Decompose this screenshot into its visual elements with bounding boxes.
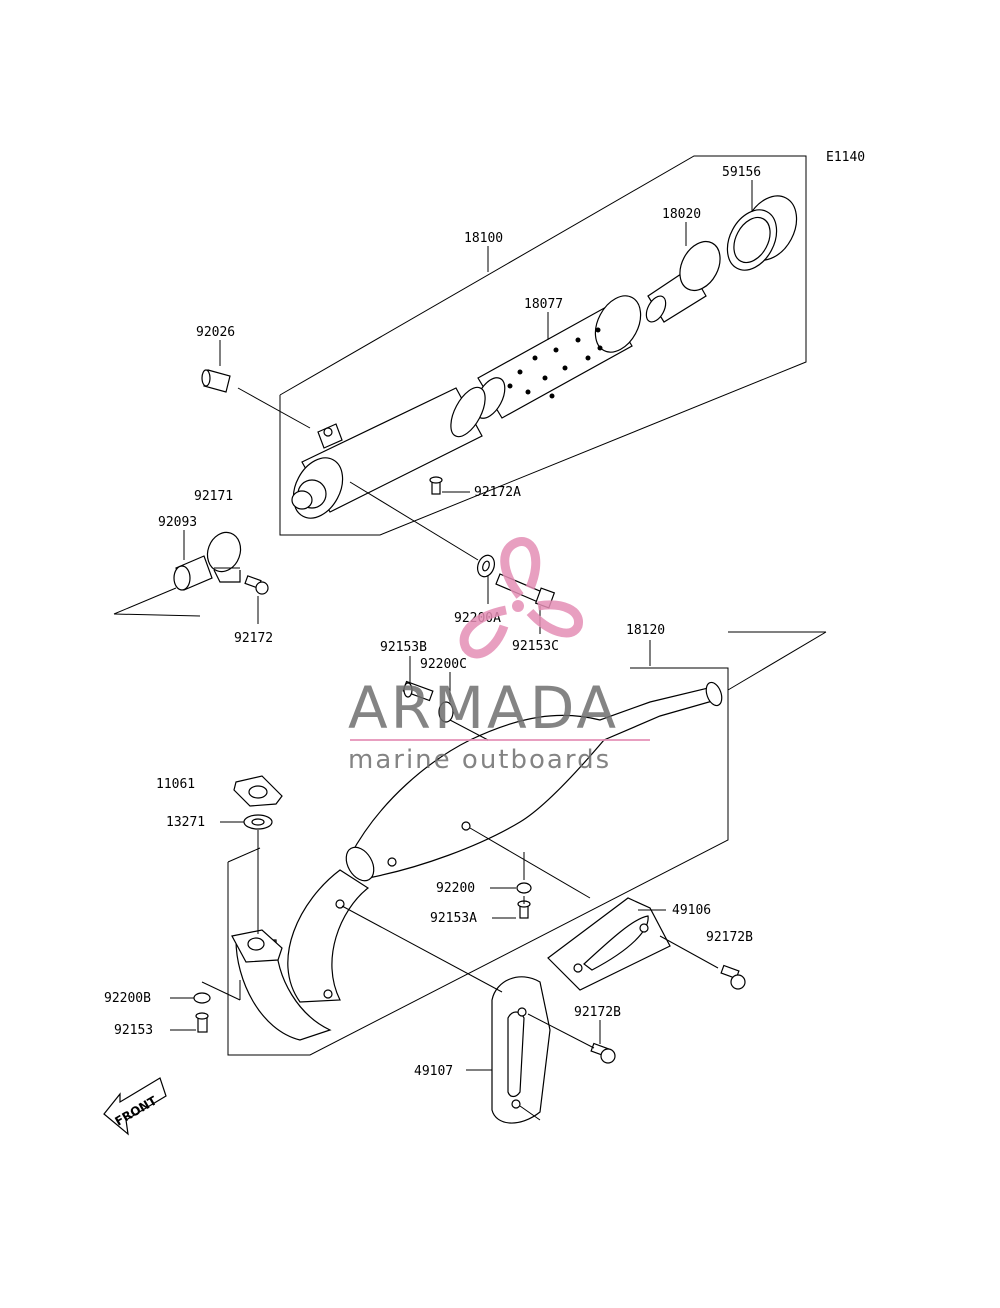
part-18020-tail-pipe — [645, 240, 721, 323]
label-92153: 92153 — [114, 1023, 153, 1038]
label-49107: 49107 — [414, 1064, 453, 1079]
part-92172B-bolt-lower — [590, 1042, 616, 1064]
label-92200: 92200 — [436, 881, 475, 896]
watermark-title: ARMADA — [348, 674, 619, 742]
part-92026-bushing — [201, 369, 231, 393]
chamber-assembly-frame — [227, 667, 729, 1056]
part-49106-heat-guard — [547, 897, 671, 991]
chamber-frame-edge — [227, 847, 261, 863]
muffler-assembly-frame — [279, 155, 807, 536]
part-11061-gasket — [233, 775, 283, 807]
label-11061: 11061 — [156, 777, 195, 792]
label-92200C: 92200C — [420, 657, 467, 672]
label-92153B: 92153B — [380, 640, 427, 655]
label-92172A: 92172A — [474, 485, 521, 500]
label-18100: 18100 — [464, 231, 503, 246]
part-92153-bolt — [195, 1012, 209, 1033]
part-18120-expansion-chamber — [231, 681, 723, 1041]
label-59156: 59156 — [722, 165, 761, 180]
label-92153A: 92153A — [430, 911, 477, 926]
label-92153C: 92153C — [512, 639, 559, 654]
label-92026: 92026 — [196, 325, 235, 340]
part-13271-ring — [243, 814, 273, 830]
label-13271: 13271 — [166, 815, 205, 830]
part-92172-bolt — [244, 575, 269, 595]
label-92172B-lower: 92172B — [574, 1005, 621, 1020]
watermark-subtitle: marine outboards — [348, 745, 611, 775]
front-direction-arrow: FRONT — [103, 1077, 167, 1136]
leader-lines — [113, 180, 753, 1121]
label-18077: 18077 — [524, 297, 563, 312]
part-92200C-washer — [438, 701, 454, 723]
chamber-frame-slant — [727, 631, 827, 691]
label-92172B-upper: 92172B — [706, 930, 753, 945]
part-92172A-bolt — [429, 476, 443, 495]
part-92153B-bolt — [402, 680, 434, 702]
label-18020: 18020 — [662, 207, 701, 222]
part-18100-muffler-body — [291, 386, 486, 519]
label-92171: 92171 — [194, 489, 233, 504]
label-92172: 92172 — [234, 631, 273, 646]
part-59156-end-cap — [726, 195, 798, 271]
label-49106: 49106 — [672, 903, 711, 918]
part-92200A-washer — [476, 554, 496, 578]
label-92093: 92093 — [158, 515, 197, 530]
diagram-code-label: E1140 — [826, 150, 865, 165]
part-92093-grommet — [173, 555, 213, 591]
part-92200-washer — [516, 882, 532, 894]
part-49107-heat-guard — [491, 976, 551, 1124]
part-92171-clamp — [206, 531, 242, 583]
armada-watermark: ARMADA marine outboards — [348, 537, 650, 775]
part-18077-perforated-core — [474, 295, 642, 419]
part-92172B-bolt-upper — [720, 964, 746, 990]
label-92200B: 92200B — [104, 991, 151, 1006]
label-18120: 18120 — [626, 623, 665, 638]
propeller-logo-icon — [459, 537, 583, 659]
part-92200B-washer — [193, 992, 211, 1004]
